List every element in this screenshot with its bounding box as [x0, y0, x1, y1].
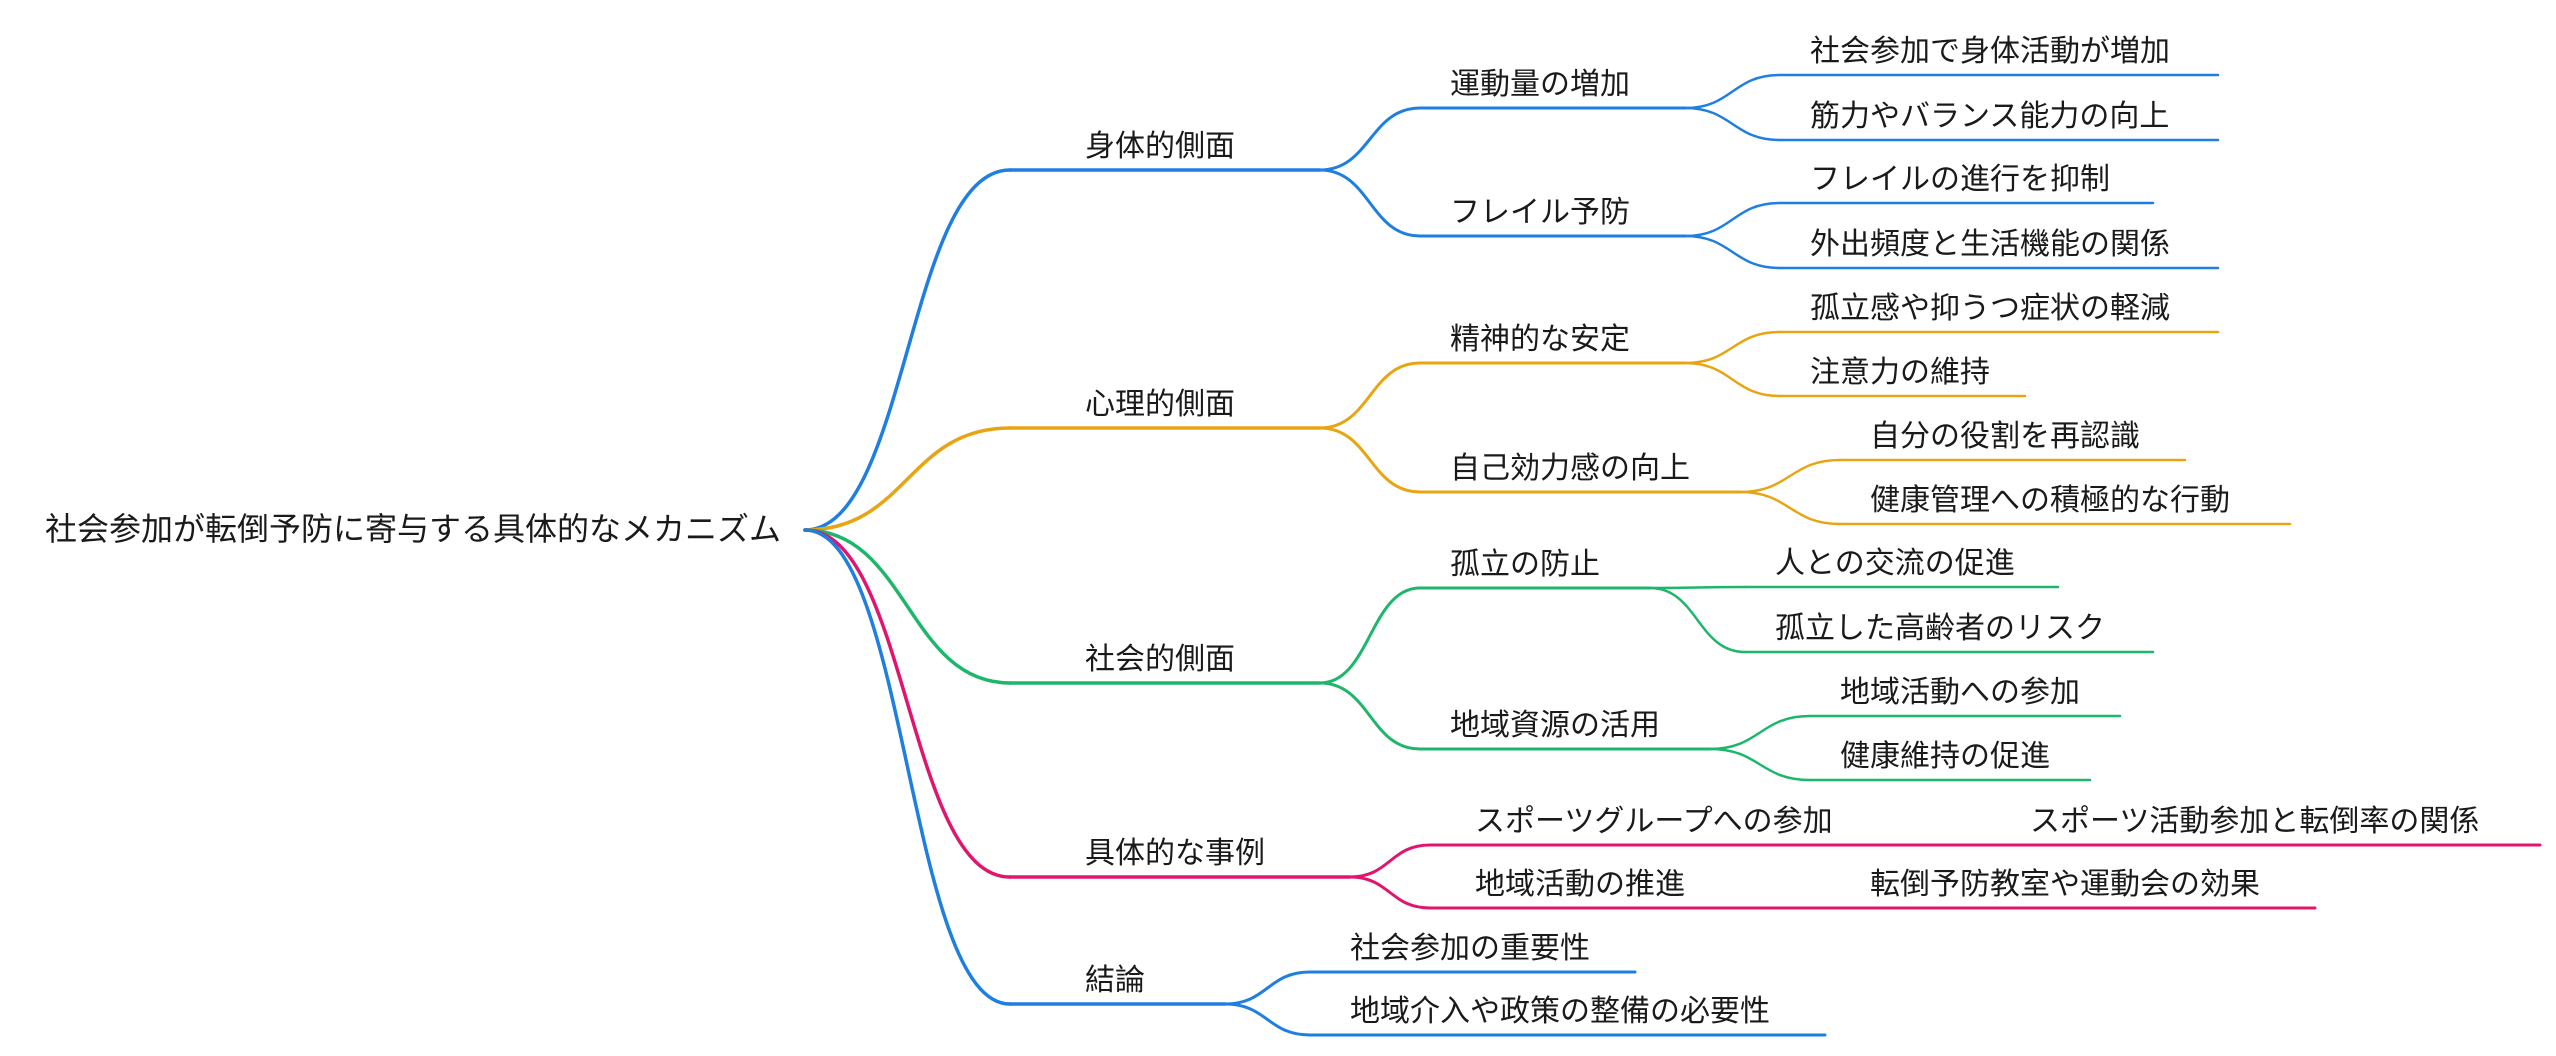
leaf-node[interactable]: 孤立感や抑うつ症状の軽減 — [1810, 291, 2170, 326]
leaf-connector — [1738, 458, 1842, 494]
subbranch-connector — [1318, 681, 1422, 751]
leaf-connector — [1683, 361, 1782, 398]
branch-connector-psychological — [803, 426, 1012, 532]
branch-node-cases[interactable]: 具体的な事例 — [1085, 836, 1265, 871]
leaf-node[interactable]: 外出頻度と生活機能の関係 — [1810, 227, 2170, 262]
subbranch-connector — [1318, 106, 1422, 172]
leaf-node[interactable]: 社会参加の重要性 — [1350, 931, 1590, 966]
leaf-connector — [1683, 330, 1782, 365]
subbranch-node[interactable]: 孤立の防止 — [1450, 547, 1600, 582]
subbranch-node[interactable]: 精神的な安定 — [1450, 322, 1630, 357]
leaf-connector — [1683, 106, 1782, 142]
leaf-connector — [1683, 201, 1782, 238]
subbranch-connector — [1318, 168, 1422, 238]
leaf-connector — [1648, 585, 1747, 590]
leaf-connector — [1738, 490, 1842, 526]
leaf-connector — [1223, 970, 1312, 1006]
subbranch-node[interactable]: 自己効力感の向上 — [1450, 451, 1690, 486]
subbranch-node[interactable]: 地域資源の活用 — [1450, 708, 1660, 743]
branch-connector-cases — [803, 528, 1012, 879]
subbranch-node[interactable]: フレイル予防 — [1450, 195, 1630, 230]
leaf-node[interactable]: 健康維持の促進 — [1840, 739, 2050, 774]
leaf-node[interactable]: 健康管理への積極的な行動 — [1870, 483, 2230, 518]
branch-node-conclusion[interactable]: 結論 — [1085, 963, 1145, 998]
root-node[interactable]: 社会参加が転倒予防に寄与する具体的なメカニズム — [45, 510, 782, 548]
branch-node-physical[interactable]: 身体的側面 — [1085, 129, 1235, 164]
subbranch-node[interactable]: 地域活動の推進 — [1475, 867, 1685, 902]
branch-connector-social — [803, 528, 1012, 685]
leaf-node[interactable]: 注意力の維持 — [1810, 355, 1990, 390]
leaf-connector — [1648, 586, 1747, 654]
leaf-node[interactable]: 地域介入や政策の整備の必要性 — [1350, 994, 1770, 1029]
leaf-node[interactable]: 自分の役割を再認識 — [1870, 419, 2140, 454]
subbranch-connector — [1318, 361, 1422, 430]
leaf-connector — [1708, 747, 1812, 782]
leaf-node[interactable]: 孤立した高齢者のリスク — [1775, 611, 2105, 646]
branch-node-social[interactable]: 社会的側面 — [1085, 642, 1235, 677]
leaf-connector — [1223, 1002, 1312, 1037]
branch-connector-physical — [803, 168, 1012, 532]
leaf-connector — [1708, 714, 1812, 751]
branch-connector-conclusion — [803, 528, 1012, 1006]
leaf-node[interactable]: 地域活動への参加 — [1840, 675, 2080, 710]
leaf-node[interactable]: 筋力やバランス能力の向上 — [1810, 99, 2170, 134]
subbranch-connector — [1348, 843, 1432, 879]
leaf-connector — [1683, 234, 1782, 270]
subbranch-connector — [1318, 426, 1422, 494]
leaf-node[interactable]: スポーツ活動参加と転倒率の関係 — [2030, 804, 2480, 839]
leaf-node[interactable]: フレイルの進行を抑制 — [1810, 162, 2110, 197]
leaf-node[interactable]: 社会参加で身体活動が増加 — [1810, 34, 2170, 69]
subbranch-connector — [1318, 586, 1422, 685]
leaf-node[interactable]: 人との交流の促進 — [1775, 546, 2015, 581]
leaf-node[interactable]: 転倒予防教室や運動会の効果 — [1870, 867, 2260, 902]
subbranch-node[interactable]: スポーツグループへの参加 — [1475, 804, 1833, 839]
subbranch-connector — [1348, 875, 1432, 910]
branch-node-psychological[interactable]: 心理的側面 — [1085, 387, 1235, 422]
subbranch-node[interactable]: 運動量の増加 — [1450, 67, 1630, 102]
leaf-connector — [1683, 73, 1782, 110]
